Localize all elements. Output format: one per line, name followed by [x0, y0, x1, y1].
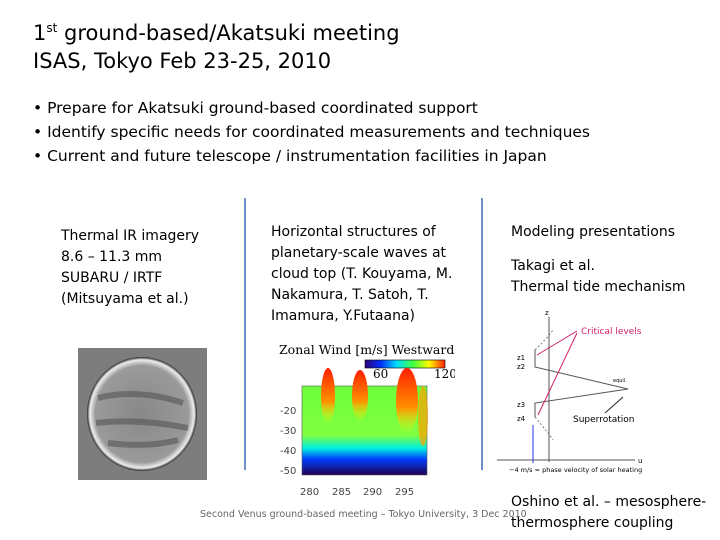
xtick: 290: [363, 487, 382, 498]
ytick: -40: [280, 446, 296, 457]
col1-text: Thermal IR imagery 8.6 – 11.3 mm SUBARU …: [61, 226, 199, 310]
level-label: z1: [517, 354, 525, 362]
axis-z: z: [545, 309, 549, 317]
bullet-item: Prepare for Akatsuki ground-based coordi…: [33, 96, 590, 120]
bullet-list: Prepare for Akatsuki ground-based coordi…: [33, 96, 590, 168]
ytick: -30: [280, 426, 296, 437]
col2-line: planetary-scale waves at: [271, 245, 447, 261]
cbar-max: 120: [434, 367, 455, 381]
title-line1: ground-based/Akatsuki meeting: [57, 21, 400, 45]
axis-u: u: [638, 457, 642, 465]
plot-title: Zonal Wind [m/s] Westward: [279, 342, 455, 357]
diagram-caption: −4 m/s = phase velocity of solar heating: [509, 466, 642, 474]
col1-line: 8.6 – 11.3 mm: [61, 249, 163, 265]
col1-line: Thermal IR imagery: [61, 228, 200, 244]
ytick: -50: [280, 466, 296, 477]
col1-line: SUBARU / IRTF: [61, 270, 163, 286]
oshino-text: Oshino et al. – mesosphere- thermosphere…: [511, 492, 706, 534]
col3-heading: Modeling presentations: [511, 224, 676, 240]
thermal-tide-diagram: z u z1 z2 z3 z4 Critical levels equil. S…: [497, 309, 642, 474]
critical-levels-label: Critical levels: [581, 327, 642, 337]
title-sup: st: [46, 21, 58, 35]
ytick: -20: [280, 406, 296, 417]
col2-line: Imamura, Y.Futaana): [271, 308, 415, 324]
level-label: z2: [517, 363, 525, 371]
zonal-wind-plot: 60 120 -20 -30 -40 -50 280 285 290 295: [280, 359, 455, 498]
level-label: z4: [517, 415, 526, 423]
title-line2: ISAS, Tokyo Feb 23-25, 2010: [33, 49, 332, 73]
superrotation-label: Superrotation: [573, 415, 635, 425]
colorbar: [364, 359, 446, 369]
col2-line: Nakamura, T. Satoh, T.: [271, 287, 429, 303]
equil-label: equil.: [613, 378, 627, 384]
col3-line: Thermal tide mechanism: [511, 279, 686, 295]
slide-title: 1st ground-based/Akatsuki meeting ISAS, …: [33, 14, 400, 75]
title-num: 1: [33, 21, 47, 45]
col2-text: Horizontal structures of planetary-scale…: [271, 222, 452, 327]
column-divider: [244, 198, 246, 470]
col1-line: (Mitsuyama et al.): [61, 291, 189, 307]
xtick: 280: [300, 487, 319, 498]
slide-footer: Second Venus ground-based meeting – Toky…: [200, 509, 527, 520]
col2-line: Horizontal structures of: [271, 224, 436, 240]
oshino-line: thermosphere coupling: [511, 515, 674, 531]
xtick: 295: [395, 487, 414, 498]
col3-line: Takagi et al.: [511, 258, 595, 274]
xtick: 285: [332, 487, 351, 498]
level-label: z3: [517, 401, 525, 409]
col3-text: Takagi et al. Thermal tide mechanism: [511, 256, 686, 298]
col2-line: cloud top (T. Kouyama, M.: [271, 266, 453, 282]
bullet-item: Identify specific needs for coordinated …: [33, 120, 590, 144]
cbar-min: 60: [373, 367, 388, 381]
bullet-item: Current and future telescope / instrumen…: [33, 144, 590, 168]
column-divider: [481, 198, 483, 470]
oshino-line: Oshino et al. – mesosphere-: [511, 494, 707, 510]
venus-thermal-image: [78, 348, 207, 480]
